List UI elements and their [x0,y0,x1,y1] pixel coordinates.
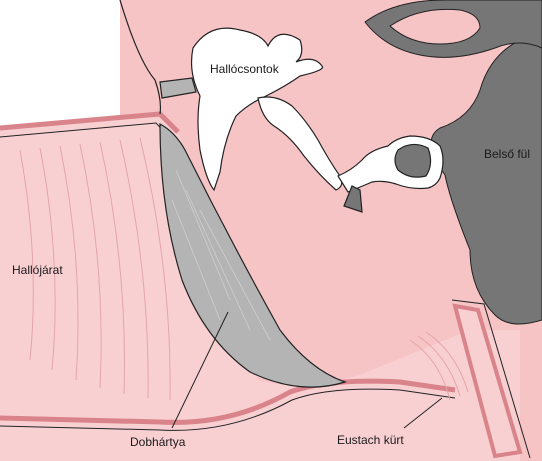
label-ossicles: Hallócsontok [210,62,280,76]
label-ear-canal: Hallójárat [12,263,63,277]
label-eardrum: Dobhártya [130,435,186,449]
label-eustachian-tube: Eustach kürt [337,433,404,447]
label-inner-ear: Belső fül [484,147,530,161]
